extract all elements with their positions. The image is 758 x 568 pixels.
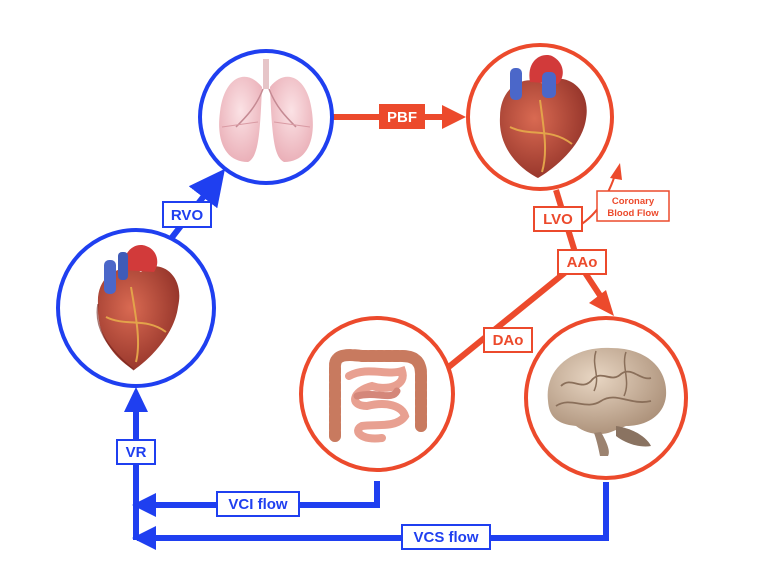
lungs-illustration-icon xyxy=(219,59,313,162)
label-vcs-flow-text: VCS flow xyxy=(413,529,478,546)
label-vci-flow-text: VCI flow xyxy=(228,496,287,513)
intestines-illustration-icon xyxy=(329,349,427,443)
label-rvo-text: RVO xyxy=(171,207,204,224)
label-dao: DAo xyxy=(483,327,533,353)
label-lvo: LVO xyxy=(533,206,583,232)
pbf-arrowhead xyxy=(442,105,466,129)
heart-illustration-icon xyxy=(499,55,587,179)
label-pbf-text: PBF xyxy=(387,109,417,126)
label-rvo: RVO xyxy=(162,201,212,228)
coronary-arrowhead xyxy=(610,163,622,180)
brain-node xyxy=(524,316,688,480)
aao-arrowhead xyxy=(589,290,614,316)
left-heart-node xyxy=(466,43,614,191)
vcs-flow-line xyxy=(137,482,609,541)
label-vr: VR xyxy=(116,439,156,465)
label-lvo-text: LVO xyxy=(543,211,573,228)
label-coronary-blood-flow: Coronary Blood Flow xyxy=(596,190,670,222)
brain-illustration-icon xyxy=(547,347,667,456)
label-dao-text: DAo xyxy=(493,332,524,349)
vr-arrowhead xyxy=(124,387,148,412)
label-vr-text: VR xyxy=(126,444,147,461)
dao-line xyxy=(443,259,580,373)
right-heart-node xyxy=(56,228,216,388)
label-vci-flow: VCI flow xyxy=(216,491,300,517)
intestines-node xyxy=(299,316,455,472)
label-aao-text: AAo xyxy=(567,254,598,271)
label-pbf: PBF xyxy=(379,104,425,129)
heart-illustration-icon xyxy=(96,245,180,371)
vcs-flow-arrowhead xyxy=(132,526,156,550)
label-aao: AAo xyxy=(557,249,607,275)
label-vcs-flow: VCS flow xyxy=(401,524,491,550)
lungs-node xyxy=(198,49,334,185)
label-coronary-line2: Blood Flow xyxy=(607,208,659,219)
label-coronary-line1: Coronary xyxy=(612,196,655,207)
vci-flow-arrowhead xyxy=(132,493,156,517)
